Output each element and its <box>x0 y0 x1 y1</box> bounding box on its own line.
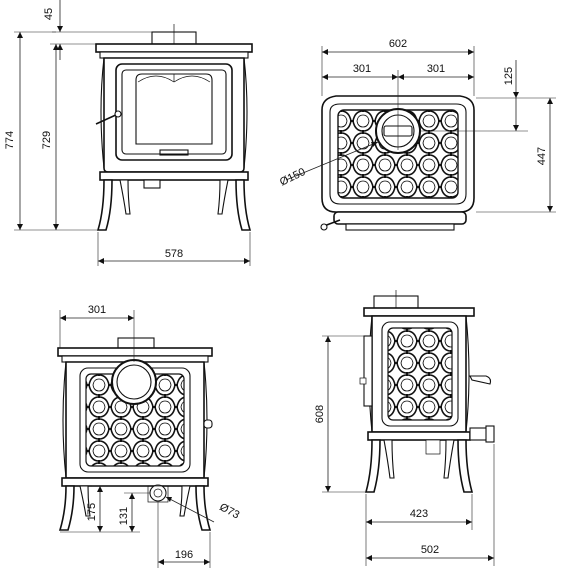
dim-side-total-depth: 502 <box>421 544 439 556</box>
dim-rear-outlet-height: 175 <box>86 503 98 521</box>
side-view: 608 423 502 <box>314 290 495 566</box>
dim-front-width: 578 <box>165 248 183 260</box>
top-view: 602 301 301 125 447 Ø150 <box>278 38 556 231</box>
dim-rear-outlet-center: 131 <box>118 507 130 525</box>
dim-top-width: 602 <box>389 38 407 50</box>
dim-front-top-height: 729 <box>41 131 53 149</box>
dim-top-flue-offset: 125 <box>503 67 515 85</box>
dim-rear-outlet-offset: 196 <box>175 549 193 561</box>
dim-top-left-half: 301 <box>353 63 371 75</box>
dim-front-flue-height: 45 <box>43 8 55 20</box>
dim-front-total-height: 774 <box>4 131 16 149</box>
rear-view: 301 175 131 Ø73 196 <box>57 304 241 568</box>
dim-top-flue-diameter: Ø150 <box>278 166 307 189</box>
dim-rear-half-width: 301 <box>88 304 106 316</box>
dim-top-right-half: 301 <box>427 63 445 75</box>
dim-side-leg-width: 423 <box>410 508 428 520</box>
dim-side-height: 608 <box>314 405 326 423</box>
dim-rear-outlet-diameter: Ø73 <box>217 501 241 521</box>
dim-top-depth: 447 <box>536 147 548 165</box>
front-view: 45 774 729 578 <box>4 0 253 266</box>
